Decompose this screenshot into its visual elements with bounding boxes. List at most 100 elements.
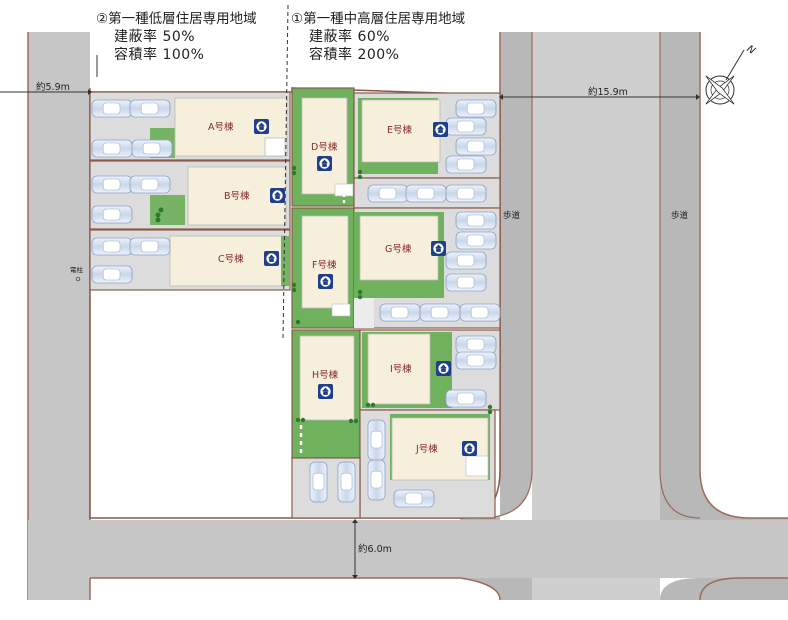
lot-label-i: I号棟 [390, 361, 451, 376]
lot-label-f: F号棟 [312, 259, 337, 289]
house-F [301, 215, 349, 309]
home-badge-icon [318, 274, 333, 289]
house-B [187, 166, 287, 226]
car-icon [367, 184, 409, 203]
home-badge-icon [433, 122, 448, 137]
lot-label-text: G号棟 [385, 243, 412, 255]
lot-label-text: F号棟 [312, 259, 337, 271]
home-badge-icon [462, 441, 477, 456]
car-icon [455, 137, 497, 156]
car-icon [405, 184, 447, 203]
lot-label-text: H号棟 [312, 369, 339, 381]
lot-label-c: C号棟 [218, 251, 279, 266]
lot-D[interactable] [291, 87, 355, 207]
sidewalk-label-1: 歩道 [503, 210, 521, 221]
car-icon [129, 99, 171, 118]
lot-label-text: J号棟 [415, 443, 438, 455]
zone-low-rise-title: ②第一種低層住居専用地域 [96, 11, 257, 27]
car-icon [129, 175, 171, 194]
zone-mid-rise-coverage: 建蔽率 60% [309, 29, 391, 45]
lot-label-e: E号棟 [387, 122, 448, 137]
parked-cars [91, 99, 501, 508]
car-icon [445, 273, 487, 292]
zone-low-rise-coverage: 建蔽率 50% [114, 29, 196, 45]
lot-labels: A号棟 B号棟 C号棟 D号棟 E号棟 F号棟 G号棟 H号棟 I号棟 J号棟 [208, 119, 477, 456]
zone-mid-rise-floor-area: 容積率 200% [309, 47, 400, 63]
sidewalk-left [460, 32, 532, 520]
home-badge-icon [431, 241, 446, 256]
car-icon [445, 155, 487, 174]
compass-north-label: N [744, 44, 757, 58]
car-icon [393, 489, 435, 508]
road-bottom-width-label: 約6.0m [358, 543, 392, 555]
walkway-dashes [299, 188, 346, 455]
car-icon [129, 237, 171, 256]
zone-mid-rise-title: ①第一種中高層住居専用地域 [291, 11, 466, 27]
sidewalk-label-2: 歩道 [671, 210, 689, 221]
zone-low-rise: ②第一種低層住居専用地域 建蔽率 50% 容積率 100% [96, 10, 257, 64]
car-icon [419, 303, 461, 322]
lot-label-h: H号棟 [312, 369, 339, 399]
lot-label-text: A号棟 [208, 121, 234, 133]
lot-label-a: A号棟 [208, 119, 269, 134]
lot-label-text: C号棟 [218, 253, 244, 265]
road-right-main [532, 32, 660, 520]
house-H [299, 335, 355, 421]
car-icon [91, 99, 133, 118]
utility-pole-label: 電柱 [70, 265, 84, 274]
car-icon [445, 184, 487, 203]
car-icon [459, 303, 501, 322]
lot-F[interactable] [291, 207, 355, 329]
lot-label-g: G号棟 [385, 241, 446, 256]
zone-low-rise-floor-area: 容積率 100% [114, 47, 205, 63]
car-icon [91, 175, 133, 194]
home-badge-icon [254, 119, 269, 134]
road-right-width-label: 約15.9m [588, 86, 628, 98]
car-icon [309, 461, 328, 503]
lot-label-text: E号棟 [387, 124, 413, 136]
home-badge-icon [317, 156, 332, 171]
car-icon [91, 265, 133, 284]
car-icon [367, 459, 386, 501]
utility-pole-icon [75, 276, 81, 282]
house-G [359, 215, 439, 281]
car-icon [455, 335, 497, 354]
car-icon [337, 461, 356, 503]
road-bottom [28, 520, 788, 578]
home-badge-icon [264, 251, 279, 266]
home-badge-icon [270, 188, 285, 203]
house-I [367, 333, 431, 405]
house-D [301, 97, 348, 195]
car-icon [131, 139, 173, 158]
car-icon [445, 117, 487, 136]
dimension-right: 約15.9m [499, 86, 700, 100]
compass-icon: N [705, 44, 757, 105]
house-E [361, 99, 441, 163]
lot-label-text: D号棟 [311, 141, 338, 153]
car-icon [455, 351, 497, 370]
car-icon [91, 205, 133, 224]
lot-label-text: I号棟 [390, 363, 412, 375]
car-icon [455, 211, 497, 230]
road-left [28, 32, 90, 522]
car-icon [445, 389, 487, 408]
car-icon [91, 139, 133, 158]
sidewalk-right [660, 32, 788, 520]
road-left-width-label: 約5.9m [36, 81, 70, 93]
home-badge-icon [436, 361, 451, 376]
zone-mid-rise: ①第一種中高層住居専用地域 建蔽率 60% 容積率 200% [291, 10, 465, 64]
lot-label-j: J号棟 [415, 441, 477, 456]
car-icon [91, 237, 133, 256]
dimension-bottom: 約6.0m [352, 519, 392, 579]
car-icon [455, 231, 497, 250]
car-icon [455, 99, 497, 118]
lot-label-d: D号棟 [311, 141, 338, 171]
home-badge-icon [318, 384, 333, 399]
car-icon [445, 251, 487, 270]
dimension-left: 約5.9m [0, 81, 92, 95]
car-icon [367, 419, 386, 461]
lot-label-text: B号棟 [224, 190, 250, 202]
lot-label-b: B号棟 [224, 188, 285, 203]
car-icon [379, 303, 421, 322]
